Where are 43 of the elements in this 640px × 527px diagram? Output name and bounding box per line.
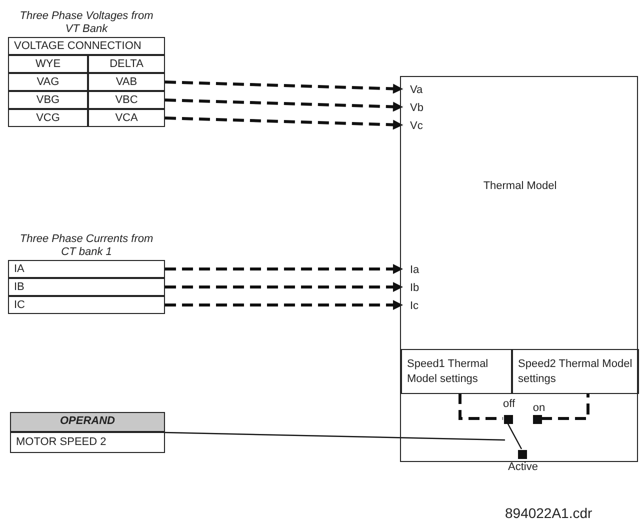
input-label: Vc <box>405 117 427 135</box>
table-cell: VBG <box>8 91 88 109</box>
table-cell: VBC <box>88 91 165 109</box>
dashed-arrow <box>164 116 404 130</box>
table-cell: MOTOR SPEED 2 <box>10 432 165 453</box>
table-cell: VCG <box>8 109 88 127</box>
table-header: OPERAND <box>10 412 165 432</box>
table-cell: IA <box>8 260 165 278</box>
connector-line <box>506 422 522 450</box>
switch-contact <box>533 415 542 424</box>
block-title: Thermal Model <box>482 179 558 194</box>
dashed-arrow <box>164 98 404 112</box>
table-cell: IC <box>8 296 165 314</box>
settings-box: Speed2 Thermal Model settings <box>512 349 639 394</box>
dashed-arrow <box>164 80 404 94</box>
dashed-arrow <box>165 264 403 274</box>
input-label: Vb <box>405 99 427 117</box>
table-title: Three Phase Currents from CT bank 1 <box>18 233 154 260</box>
input-label: Ib <box>405 279 427 297</box>
signal-table <box>8 233 165 314</box>
switch-pivot <box>518 450 527 459</box>
file-name: 894022A1.cdr <box>505 504 592 524</box>
table-header: VOLTAGE CONNECTION <box>8 37 165 55</box>
dashed-arrow <box>165 282 403 292</box>
contact-label: Active <box>507 461 539 475</box>
settings-box: Speed1 Thermal Model settings <box>401 349 512 394</box>
dashed-line <box>541 393 590 420</box>
input-label: Ia <box>405 261 427 279</box>
input-label: Va <box>405 81 427 99</box>
contact-label: off <box>502 398 516 412</box>
dashed-arrow <box>165 300 403 310</box>
contact-label: on <box>532 402 546 416</box>
table-cell: VCA <box>88 109 165 127</box>
connector-line <box>164 432 506 441</box>
table-cell: IB <box>8 278 165 296</box>
switch-contact <box>504 415 513 424</box>
table-title: Three Phase Voltages from VT Bank <box>18 8 154 37</box>
table-cell: WYE <box>8 55 88 73</box>
table-cell: VAG <box>8 73 88 91</box>
input-label: Ic <box>405 297 427 315</box>
table-cell: VAB <box>88 73 165 91</box>
dashed-line <box>458 393 503 420</box>
table-cell: DELTA <box>88 55 165 73</box>
